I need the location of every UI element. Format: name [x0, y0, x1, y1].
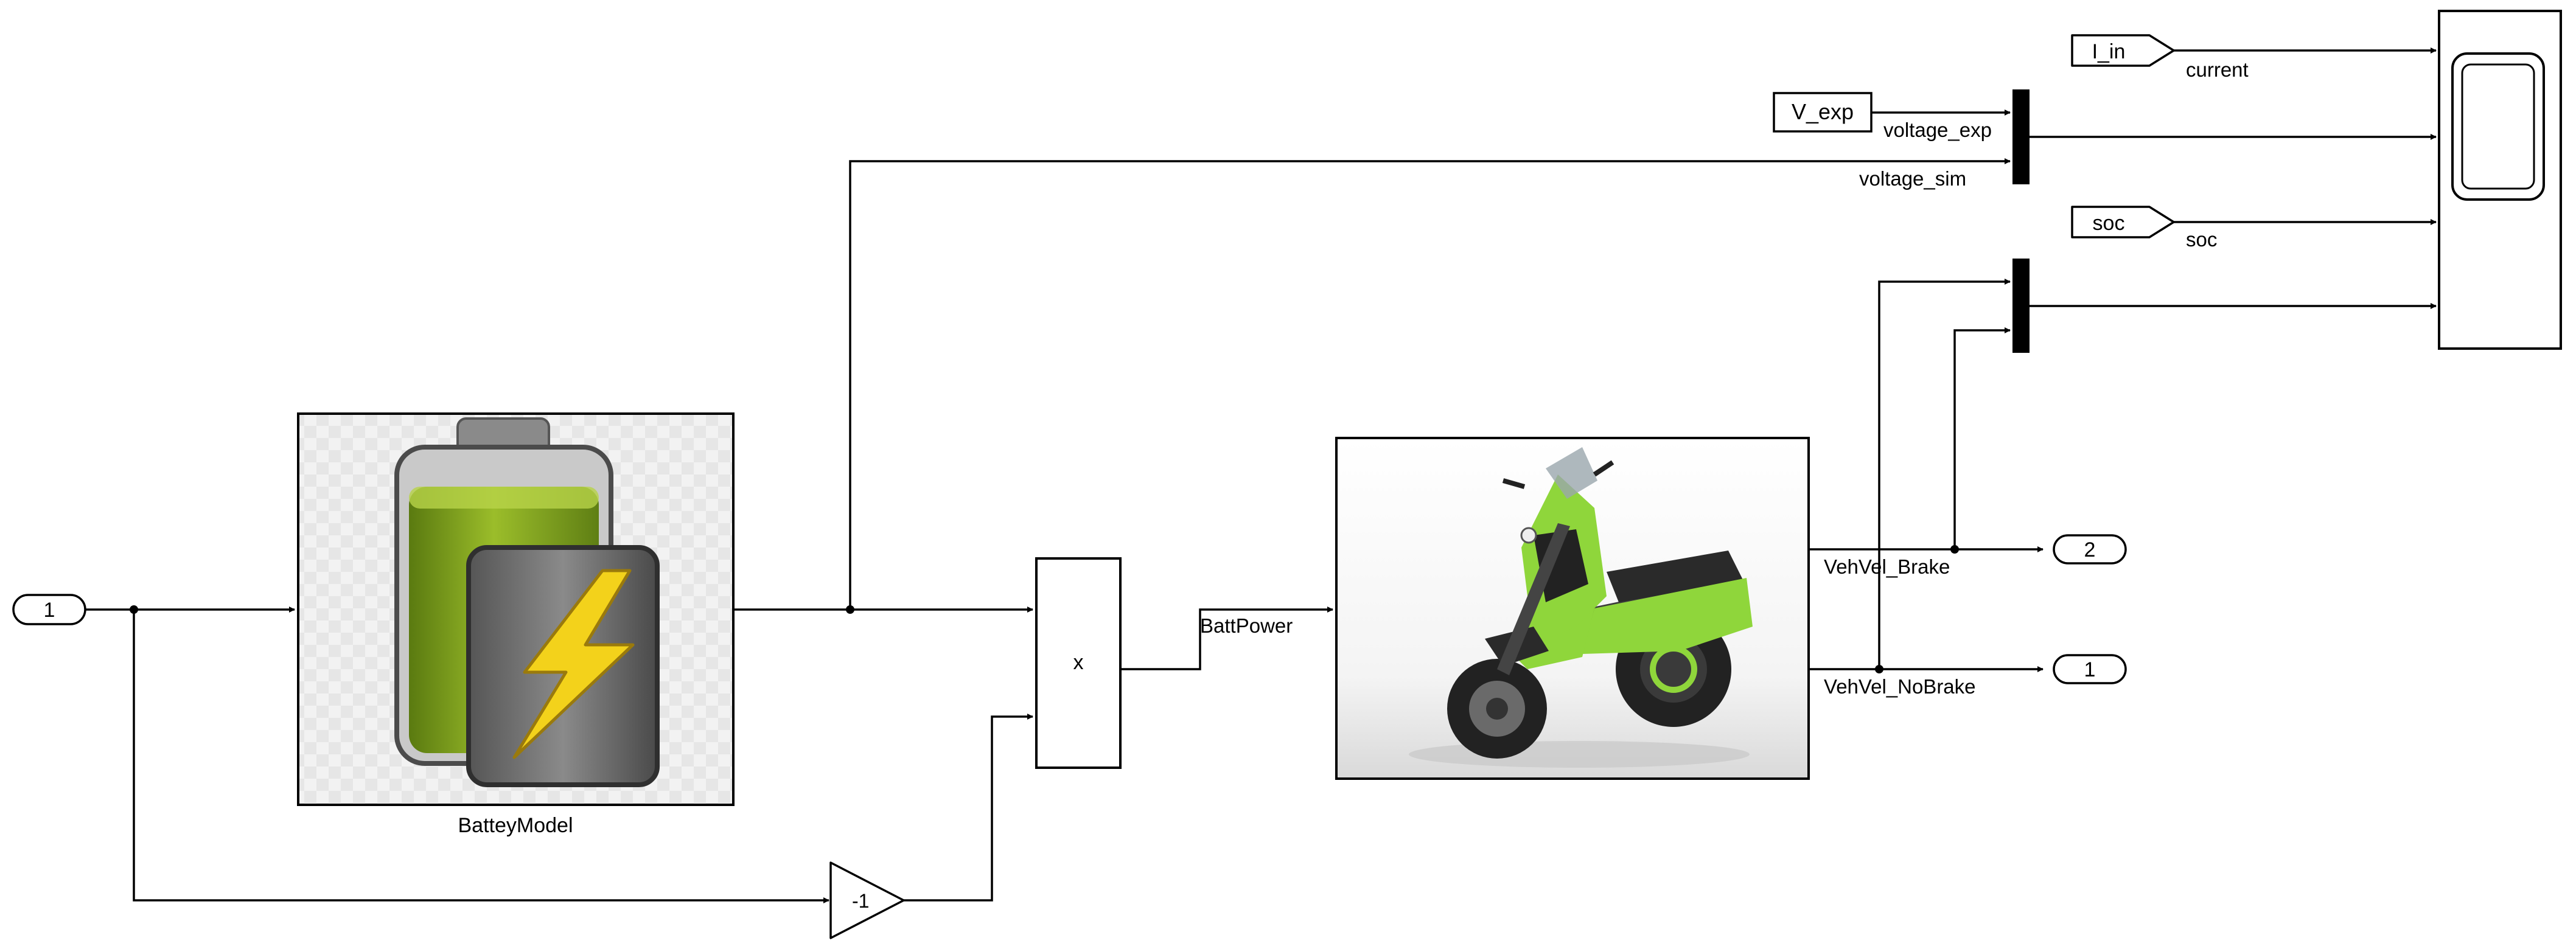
from-tag-i-in-label: I_in	[2092, 40, 2126, 63]
signal-label-vehvel-nobrake: VehVel_NoBrake	[1824, 675, 1976, 698]
inport-1-label: 1	[44, 599, 55, 622]
wire-gain-to-product[interactable]	[904, 714, 1033, 902]
wire-brake-to-mux[interactable]	[1953, 327, 2011, 549]
from-tag-soc-label: soc	[2093, 212, 2125, 235]
battery-icon	[394, 417, 660, 787]
mux-velocity[interactable]	[2012, 259, 2030, 353]
scope-icon	[2451, 52, 2545, 201]
wires	[85, 47, 2437, 903]
from-tag-v-exp-label: V_exp	[1792, 99, 1854, 124]
signal-labels: voltage_exp voltage_sim current soc Batt…	[1200, 58, 2249, 698]
gain-value: -1	[852, 890, 869, 912]
signal-label-voltage-sim: voltage_sim	[1859, 167, 1966, 190]
scope-block[interactable]	[2438, 10, 2562, 350]
from-tag-i-in[interactable]: I_in	[2071, 34, 2175, 67]
signal-label-soc: soc	[2186, 228, 2217, 251]
battery-model-name: BatteyModel	[458, 814, 573, 837]
mux-voltage[interactable]	[2012, 89, 2030, 184]
from-tag-v-exp[interactable]: V_exp	[1773, 92, 1873, 133]
signal-label-battpower: BattPower	[1200, 614, 1293, 637]
product-block[interactable]: x	[1035, 557, 1122, 769]
from-tag-soc[interactable]: soc	[2071, 206, 2175, 238]
outport-2[interactable]: 2	[2053, 534, 2127, 565]
gain-block[interactable]: -1	[829, 861, 905, 939]
product-symbol: x	[1073, 651, 1084, 674]
scooter-image	[1409, 447, 1753, 768]
inport-1[interactable]: 1	[12, 594, 86, 625]
outport-1[interactable]: 1	[2053, 654, 2127, 684]
vehicle-block[interactable]	[1335, 437, 1810, 780]
signal-label-current: current	[2186, 58, 2249, 81]
signal-label-voltage-exp: voltage_exp	[1883, 119, 1992, 141]
wire-battpower[interactable]	[1121, 607, 1333, 670]
battery-model-block[interactable]: BatteyModel	[297, 412, 735, 837]
branch-point	[130, 605, 138, 614]
signal-label-vehvel-brake: VehVel_Brake	[1824, 555, 1950, 578]
wire-voltage-sim[interactable]	[849, 158, 2011, 610]
outport-2-label: 2	[2084, 538, 2096, 561]
wire-nobrake-to-mux[interactable]	[1878, 279, 2011, 669]
wire-in1-to-gain[interactable]	[133, 610, 829, 903]
outport-1-label: 1	[2084, 658, 2096, 681]
